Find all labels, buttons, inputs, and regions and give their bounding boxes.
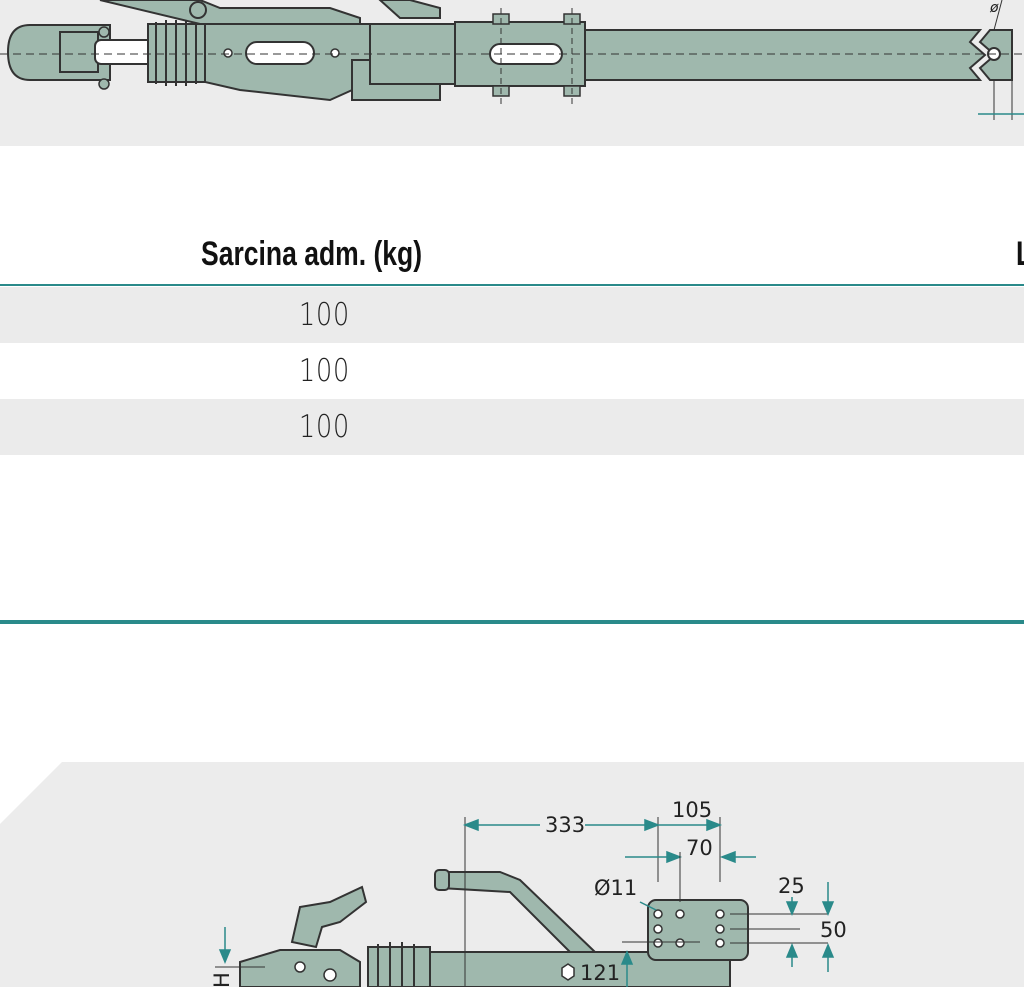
- dim-70: 70: [686, 836, 713, 860]
- table-cell-load: 100: [299, 409, 350, 445]
- handle-ring: [189, 1, 207, 19]
- table-header: Sarcina adm. (kg) L: [0, 228, 1024, 284]
- bellows: [367, 942, 431, 987]
- bolt: [294, 961, 306, 973]
- handle-bar: [99, 0, 361, 25]
- panel-background: [0, 762, 1024, 987]
- body-slot: [245, 41, 315, 65]
- table-cell-load: 100: [299, 353, 350, 389]
- dim-25: 25: [778, 874, 805, 898]
- bottom-drawing: 333 105 70 Ø11 25 50 121 H: [0, 762, 1024, 987]
- column-header-length: L: [1016, 228, 1024, 280]
- handle-end: [434, 869, 450, 891]
- table-bottom-rule: [0, 620, 1024, 624]
- table-row: 100: [0, 287, 1024, 343]
- dim-hole-diameter: Ø11: [594, 876, 637, 900]
- header-rule: [0, 284, 1024, 286]
- body-hole: [223, 48, 233, 58]
- dimension-lines: [215, 817, 835, 987]
- table-cell-load: 100: [299, 297, 350, 333]
- hex-nut: [561, 963, 575, 981]
- coupling-latch: [59, 31, 99, 73]
- body-hole: [330, 48, 340, 58]
- dim-121: 121: [580, 961, 620, 985]
- diameter-mark: ø: [989, 0, 999, 16]
- bellows: [147, 20, 206, 86]
- mounting-plate: [647, 899, 749, 961]
- dim-h: H: [210, 972, 234, 987]
- bolt: [98, 78, 110, 90]
- table-row: 100: [0, 343, 1024, 399]
- column-header-load: Sarcina adm. (kg): [201, 235, 423, 273]
- top-drawing: ø: [0, 0, 1024, 120]
- bolt: [98, 26, 110, 38]
- dim-105: 105: [672, 798, 712, 822]
- lever: [290, 885, 368, 949]
- handle-lever: [378, 0, 441, 19]
- dim-333: 333: [545, 813, 585, 837]
- bolt: [323, 968, 337, 982]
- coupling-pin-slot: [94, 39, 156, 65]
- dim-50: 50: [820, 918, 847, 942]
- table-row: 100: [0, 399, 1024, 455]
- bottom-drawing-panel: 333 105 70 Ø11 25 50 121 H: [0, 762, 1024, 987]
- top-drawing-panel: ø: [0, 0, 1024, 146]
- drawbar-tube: [584, 29, 987, 81]
